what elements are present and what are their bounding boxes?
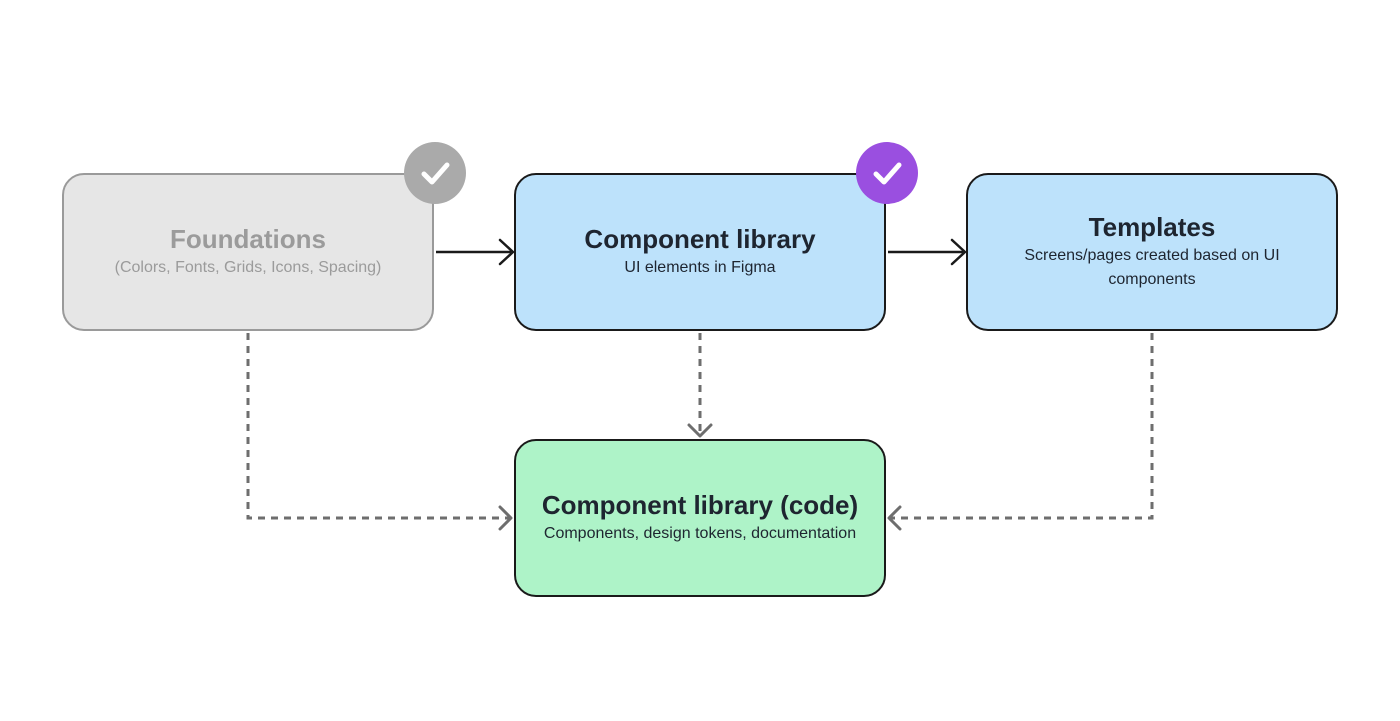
foundations-title: Foundations — [170, 224, 326, 254]
component-library-code-node: Component library (code) Components, des… — [514, 439, 886, 597]
dashed-arrow-templates-to-code — [887, 333, 1154, 531]
component-library-code-title: Component library (code) — [541, 490, 859, 520]
templates-subtitle: Screens/pages created based on UI compon… — [1024, 247, 1280, 288]
component-library-subtitle: UI elements in Figma — [624, 259, 776, 276]
checkmark-icon — [421, 162, 450, 185]
arrow-component-library-to-templates — [888, 238, 967, 266]
component-library-code-subtitle: Components, design tokens, documentation — [543, 525, 857, 542]
checkmark-icon — [873, 162, 902, 185]
templates-title: Templates — [1088, 212, 1216, 242]
foundations-subtitle: (Colors, Fonts, Grids, Icons, Spacing) — [114, 259, 382, 276]
arrow-foundations-to-component-library — [436, 238, 515, 266]
dashed-arrow-foundations-to-code — [246, 333, 513, 531]
component-library-check-badge — [856, 142, 918, 204]
dashed-arrow-component-library-to-code — [687, 333, 713, 438]
component-library-title: Component library — [584, 224, 816, 254]
foundations-check-badge — [404, 142, 466, 204]
templates-node: Templates Screens/pages created based on… — [966, 173, 1338, 331]
foundations-node: Foundations (Colors, Fonts, Grids, Icons… — [62, 173, 434, 331]
component-library-node: Component library UI elements in Figma — [514, 173, 886, 331]
